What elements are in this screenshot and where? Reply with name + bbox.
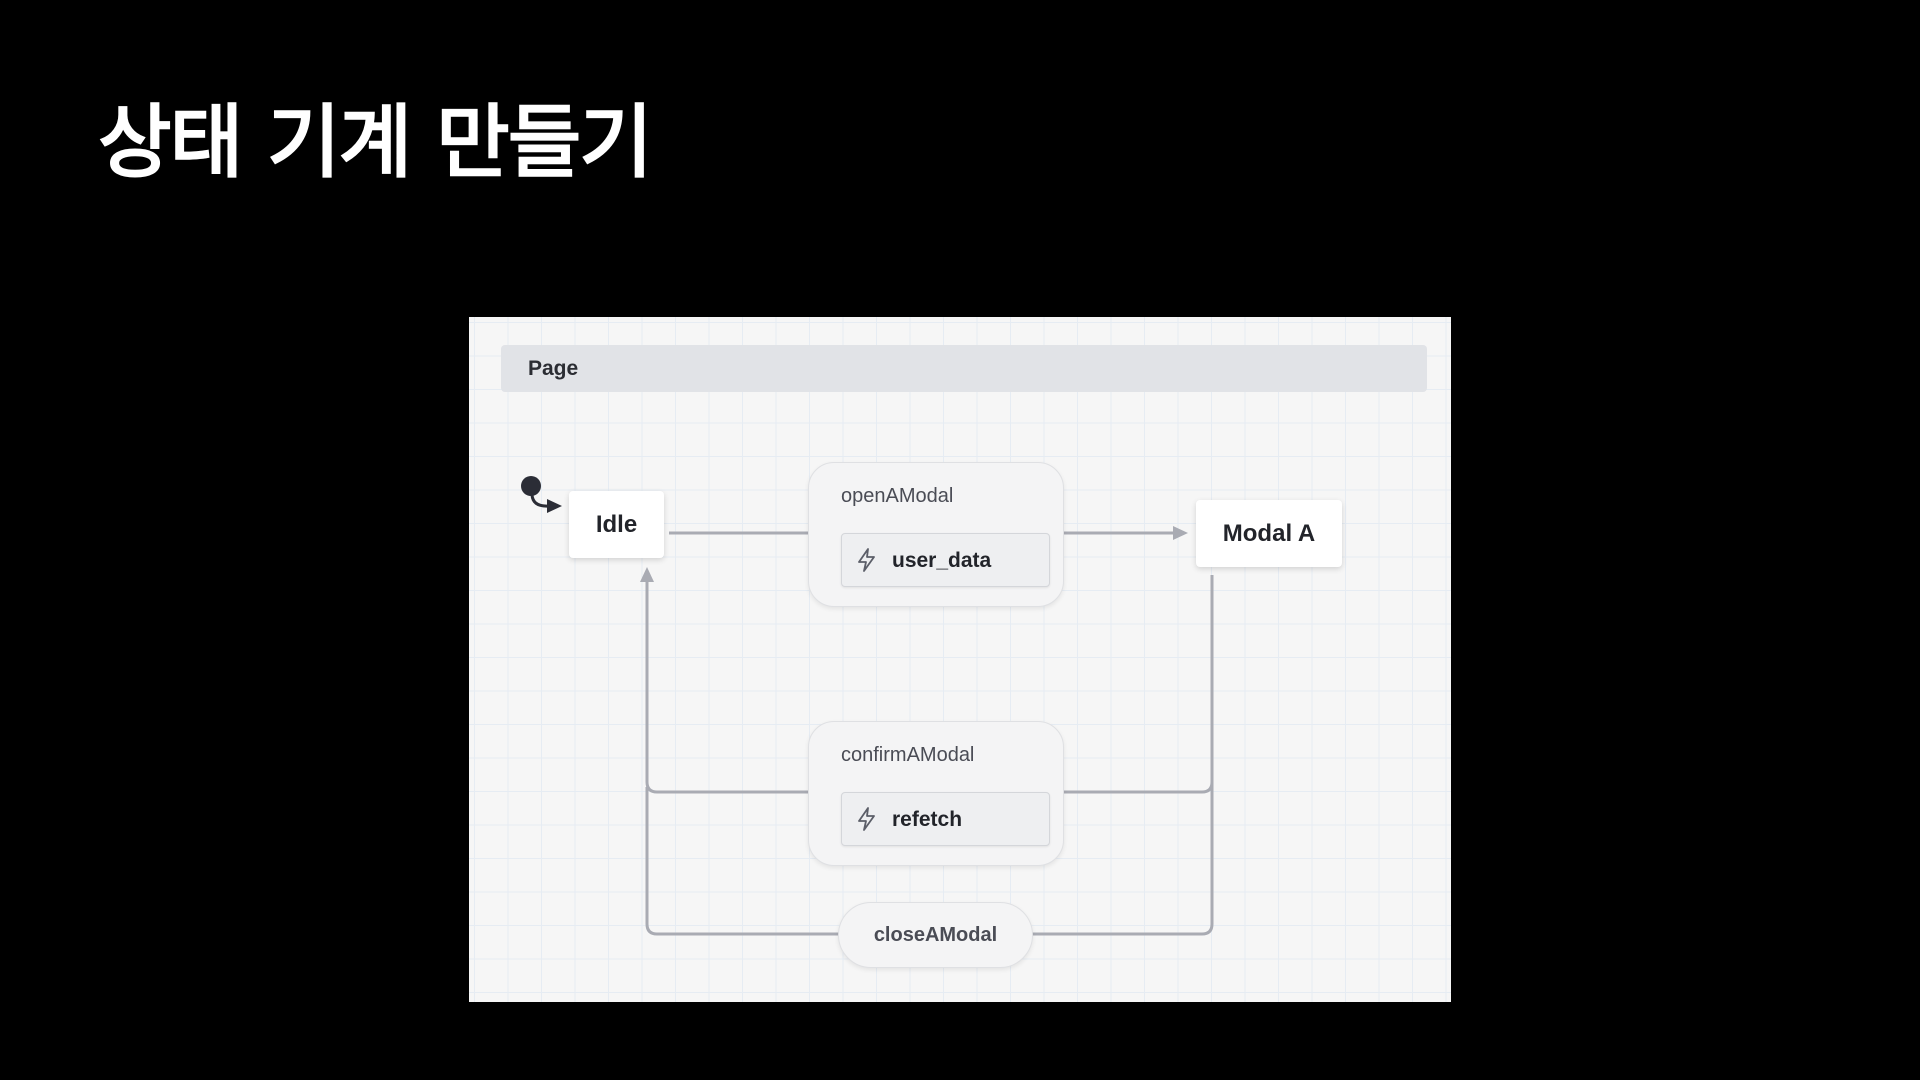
edge-modal-to-confirm — [1063, 575, 1214, 794]
event-label: confirmAModal — [841, 744, 975, 766]
action-label: refetch — [892, 808, 963, 831]
parent-state-label: Page — [528, 357, 579, 380]
lightning-icon — [858, 548, 875, 572]
event-label: openAModal — [841, 485, 954, 507]
state-machine-canvas: Page Idle Modal A openAModal user_data c… — [469, 317, 1451, 1002]
event-close-a-modal[interactable]: closeAModal — [838, 902, 1033, 968]
state-idle[interactable]: Idle — [569, 491, 664, 558]
edge-confirm-to-idle — [645, 582, 809, 794]
arrowhead-idle — [640, 567, 654, 582]
state-modal-a-label: Modal A — [1222, 519, 1316, 547]
slide-title: 상태 기계 만들기 — [98, 96, 653, 189]
state-idle-label: Idle — [595, 510, 638, 538]
edge-close-to-idle — [645, 787, 839, 936]
action-label: user_data — [892, 549, 992, 572]
lightning-icon — [858, 807, 875, 831]
edge-modal-to-close — [1032, 777, 1214, 936]
event-label: closeAModal — [873, 923, 998, 946]
initial-arrow — [530, 494, 550, 508]
edges — [521, 476, 1214, 936]
arrowhead-modal — [1173, 526, 1188, 540]
action-refetch[interactable]: refetch — [841, 792, 1050, 846]
action-user-data[interactable]: user_data — [841, 533, 1050, 587]
initial-state-dot — [521, 476, 541, 496]
parent-state-header: Page — [501, 345, 1427, 392]
initial-arrowhead — [547, 499, 562, 513]
event-confirm-a-modal[interactable]: confirmAModal refetch — [808, 721, 1064, 866]
event-open-a-modal[interactable]: openAModal user_data — [808, 462, 1064, 607]
state-modal-a[interactable]: Modal A — [1196, 500, 1342, 567]
